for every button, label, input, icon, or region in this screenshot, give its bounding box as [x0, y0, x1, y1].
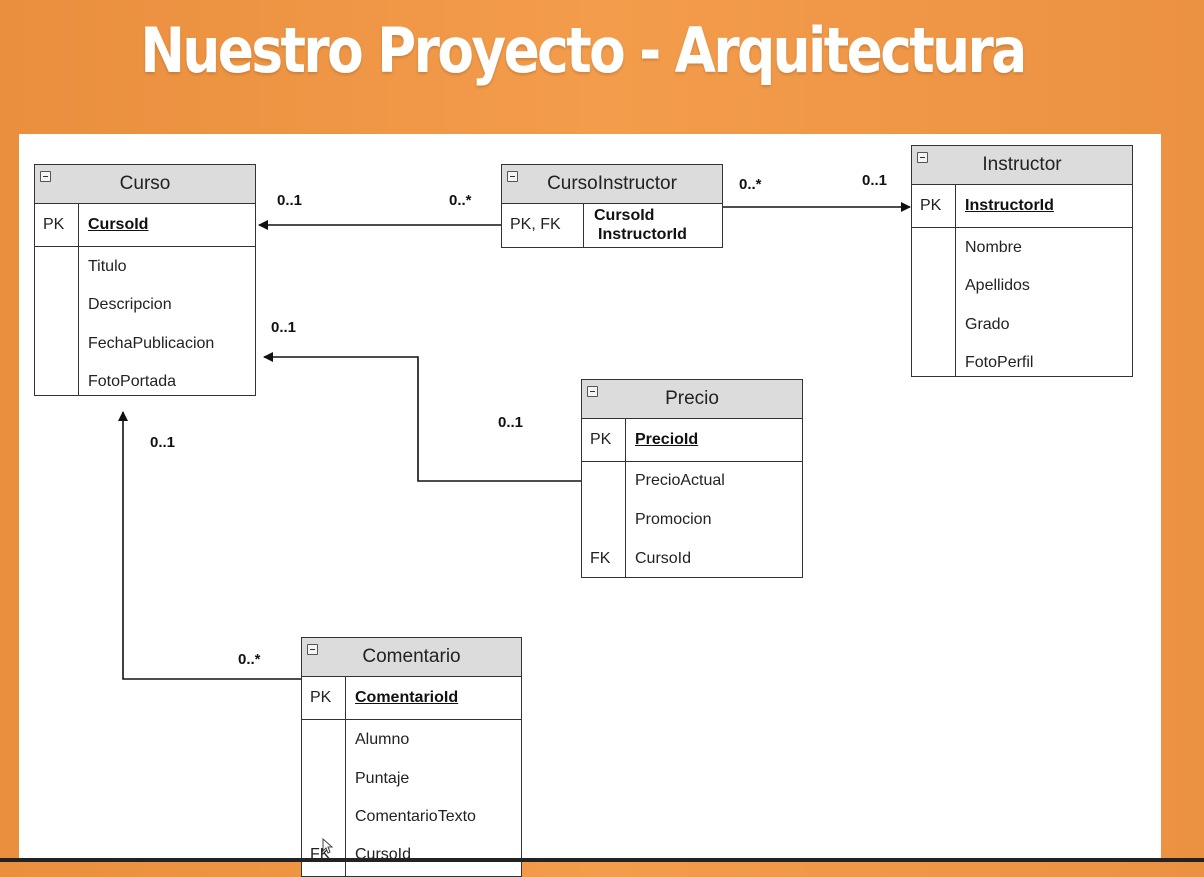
entity-header: Precio — [582, 380, 802, 419]
field: FotoPerfil — [965, 354, 1034, 371]
pk-label: PK — [43, 216, 65, 233]
pk-field: InstructorId — [598, 226, 687, 243]
entity-title: Comentario — [362, 646, 461, 667]
collapse-icon[interactable] — [917, 152, 928, 163]
pk-row: PK ComentarioId — [302, 677, 521, 720]
collapse-icon[interactable] — [307, 644, 318, 655]
pk-row: PK CursoId — [35, 204, 255, 247]
pk-field: CursoId — [594, 207, 655, 224]
pk-row: PK InstructorId — [912, 185, 1132, 228]
entity-header: CursoInstructor — [502, 165, 722, 204]
fk-label: FK — [590, 550, 611, 567]
multiplicity-label: 0..1 — [150, 434, 176, 451]
field: Descripcion — [88, 296, 172, 313]
entity-header: Comentario — [302, 638, 521, 677]
entity-title: Precio — [665, 388, 719, 409]
pk-field: ComentarioId — [355, 689, 459, 706]
field: FotoPortada — [88, 373, 177, 390]
field: ComentarioTexto — [355, 808, 476, 825]
multiplicity-label: 0..1 — [862, 172, 888, 189]
collapse-icon[interactable] — [507, 171, 518, 182]
field: PrecioActual — [635, 472, 725, 489]
field: Puntaje — [355, 770, 410, 787]
entity-curso: Curso PK CursoId Titulo Descripcion Fech… — [34, 164, 256, 396]
field: Apellidos — [965, 277, 1030, 294]
multiplicity-label: 0..* — [238, 651, 261, 668]
collapse-icon[interactable] — [587, 386, 598, 397]
bottom-edge — [0, 858, 1204, 862]
field: FechaPublicacion — [88, 335, 215, 352]
entity-header: Curso — [35, 165, 255, 204]
entity-title: Curso — [119, 173, 171, 194]
pk-label: PK — [310, 689, 332, 706]
multiplicity-label: 0..1 — [277, 192, 303, 209]
entity-instructor: Instructor PK InstructorId Nombre Apelli… — [911, 145, 1133, 377]
multiplicity-label: 0..1 — [498, 414, 524, 431]
pk-field: InstructorId — [965, 197, 1054, 214]
field: Nombre — [965, 239, 1022, 256]
field: Titulo — [88, 258, 127, 275]
entity-cursoinstructor: CursoInstructor PK, FK CursoId Instructo… — [501, 164, 723, 248]
field: Promocion — [635, 511, 712, 528]
entity-title: CursoInstructor — [547, 173, 677, 194]
entity-precio: Precio PK PrecioId PrecioActual Promocio… — [581, 379, 803, 578]
entity-title: Instructor — [982, 154, 1062, 175]
pk-label: PK — [920, 197, 942, 214]
multiplicity-label: 0..* — [449, 192, 472, 209]
entity-comentario: Comentario PK ComentarioId Alumno Puntaj… — [301, 637, 522, 877]
entity-header: Instructor — [912, 146, 1132, 185]
pk-field: CursoId — [88, 216, 149, 233]
field: Alumno — [355, 731, 410, 748]
pk-field: PrecioId — [635, 431, 699, 448]
multiplicity-label: 0..1 — [271, 319, 297, 336]
pk-row: PK PrecioId — [582, 419, 802, 462]
pk-label: PK — [590, 431, 612, 448]
pk-fk-label: PK, FK — [510, 216, 561, 233]
slide-title: Nuestro Proyecto - Arquitectura — [140, 14, 1027, 87]
collapse-icon[interactable] — [40, 171, 51, 182]
field: Grado — [965, 316, 1010, 333]
field: CursoId — [635, 550, 692, 567]
mouse-cursor-icon — [322, 838, 334, 854]
multiplicity-label: 0..* — [739, 176, 762, 193]
